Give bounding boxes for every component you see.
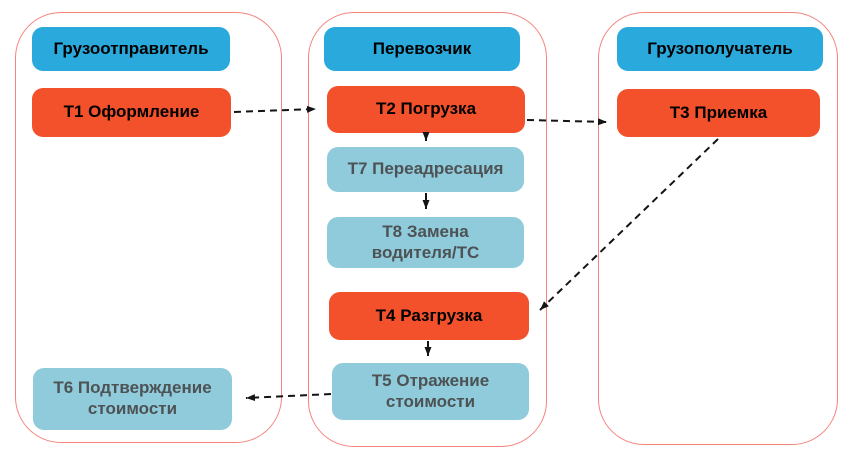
task-t8-label: Т8 Замена водителя/ТС <box>371 221 480 262</box>
task-t6-box: Т6 Подтверждение стоимости <box>33 368 232 430</box>
task-t5-box: Т5 Отражение стоимости <box>332 363 529 420</box>
task-t4-label: Т4 Разгрузка <box>375 305 483 325</box>
task-t7-label: Т7 Переадресация <box>347 159 504 179</box>
task-t7-box: Т7 Переадресация <box>327 147 524 192</box>
task-t8-box: Т8 Замена водителя/ТС <box>327 217 524 268</box>
lane-header-shipper: Грузоотправитель <box>32 27 230 71</box>
lane-header-consignee-label: Грузополучатель <box>647 38 793 58</box>
task-t2-box: Т2 Погрузка <box>327 86 525 133</box>
task-t1-label: Т1 Оформление <box>63 102 200 122</box>
task-t3-label: Т3 Приемка <box>669 102 768 122</box>
task-t5-label: Т5 Отражение стоимости <box>371 370 490 411</box>
lane-header-carrier-label: Перевозчик <box>372 38 472 58</box>
lane-header-consignee: Грузополучатель <box>617 27 823 71</box>
lane-consignee <box>598 12 838 445</box>
task-t4-box: Т4 Разгрузка <box>329 292 529 340</box>
lane-header-carrier: Перевозчик <box>324 27 520 71</box>
task-t3-box: Т3 Приемка <box>617 89 820 137</box>
task-t6-label: Т6 Подтверждение стоимости <box>53 378 212 418</box>
lane-header-shipper-label: Грузоотправитель <box>53 38 209 58</box>
task-t1-box: Т1 Оформление <box>32 88 231 137</box>
task-t2-label: Т2 Погрузка <box>375 99 477 119</box>
